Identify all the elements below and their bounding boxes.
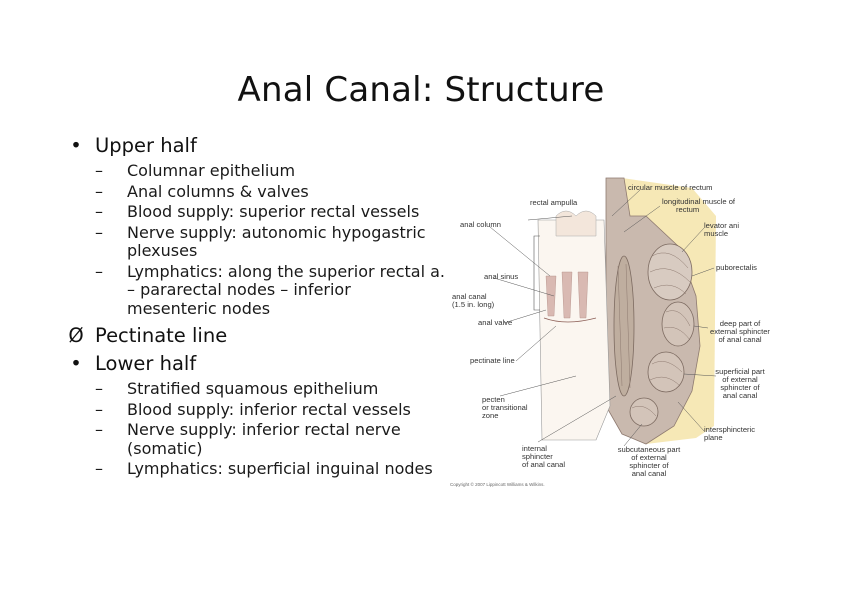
sub-bullet-item: – Lymphatics: along the superior rectal a… — [64, 261, 454, 319]
anal-canal-lumen — [537, 219, 611, 441]
sub-bullet-line: Stratified squamous epithelium — [127, 379, 379, 398]
sub-bullet-line: Nerve supply: autonomic hypogastric — [127, 222, 426, 242]
label-puborectalis: puborectalis — [716, 263, 757, 272]
bullet-list: • Upper half – Columnar epithelium – Anal col… — [64, 134, 454, 485]
label-anal-valve: anal valve — [478, 318, 513, 327]
bullet-label: Lower half — [95, 352, 197, 375]
sub-bullet-marker: – — [95, 261, 103, 281]
sub-bullet-marker: – — [95, 161, 103, 180]
sub-bullet-marker: – — [95, 420, 103, 439]
label-internal-sphincter-1: internal — [522, 444, 547, 453]
label-superficial-external-3: sphincter of — [720, 383, 760, 392]
sub-bullet-item: – Columnar epithelium — [64, 161, 454, 181]
sub-bullet-line: Lymphatics: superficial inguinal nodes — [127, 459, 433, 478]
sub-bullet-marker: – — [95, 222, 103, 242]
label-superficial-external-1: superficial part — [715, 367, 765, 376]
sub-bullet-item: – Blood supply: inferior rectal vessels — [64, 399, 454, 420]
bullet-upper-half: • Upper half — [64, 134, 454, 158]
label-pecten-3: zone — [482, 411, 499, 420]
label-subcutaneous-1: subcutaneous part — [617, 445, 681, 454]
label-longitudinal-muscle-1: longitudinal muscle of — [662, 197, 736, 206]
sub-bullet-item: – Nerve supply: inferior rectal nerve(som… — [64, 420, 454, 458]
bullet-marker: Ø — [68, 324, 84, 347]
sub-bullet-line: Blood supply: inferior rectal vessels — [127, 399, 411, 419]
sub-bullet-marker: – — [95, 181, 103, 201]
label-levator-ani-1: levator ani — [704, 221, 740, 230]
superficial-external-sphincter-shape — [647, 351, 685, 393]
label-deep-external-3: of anal canal — [718, 335, 762, 344]
sub-bullet-line: – pararectal nodes – inferior — [127, 280, 351, 299]
label-internal-sphincter-3: of anal canal — [522, 460, 566, 469]
label-superficial-external-2: of external — [722, 375, 758, 384]
label-superficial-external-4: anal canal — [722, 391, 758, 400]
label-longitudinal-muscle-2: rectum — [676, 205, 700, 214]
sub-bullet-line: mesenteric nodes — [127, 298, 271, 318]
label-rectal-ampulla: rectal ampulla — [530, 198, 578, 207]
sub-list-upper-half: – Columnar epithelium – Anal columns & valv… — [64, 161, 454, 319]
label-deep-external-2: external sphincter — [710, 327, 770, 336]
bullet-marker: • — [70, 352, 82, 375]
anal-canal-diagram: circular muscle of rectum rectal ampulla… — [446, 176, 776, 496]
anatomy-illustration — [489, 177, 717, 447]
label-levator-ani-2: muscle — [704, 229, 729, 238]
anal-canal-bracket — [533, 235, 540, 311]
sub-bullet-item: – Anal columns & valves — [64, 181, 454, 202]
pectinate-line-mark — [543, 317, 597, 323]
bullet-lower-half: • Lower half — [64, 352, 454, 376]
rectal-ampulla-shape — [555, 210, 597, 237]
muscle-striations — [617, 252, 691, 417]
puborectalis-shape — [647, 243, 693, 301]
label-subcutaneous-3: sphincter of — [629, 461, 669, 470]
sub-bullet-line: plexuses — [127, 241, 198, 260]
label-anal-column: anal column — [460, 220, 501, 229]
bullet-label: Pectinate line — [95, 324, 228, 347]
label-intersphincteric-2: plane — [704, 433, 723, 442]
anal-columns — [545, 271, 589, 319]
label-anal-canal-1: anal canal — [452, 292, 487, 301]
sub-bullet-line: Blood supply: superior rectal vessels — [127, 202, 420, 221]
subcutaneous-sphincter-shape — [629, 397, 659, 427]
label-subcutaneous-4: anal canal — [631, 469, 667, 478]
label-internal-sphincter-2: sphincter — [522, 452, 553, 461]
sub-bullet-item: – Lymphatics: superficial inguinal nodes — [64, 459, 454, 479]
leader-lines — [489, 189, 717, 447]
label-circular-muscle: circular muscle of rectum — [628, 183, 713, 192]
sub-bullet-line: Anal columns & valves — [127, 181, 309, 201]
sub-bullet-marker: – — [95, 202, 103, 221]
sub-bullet-marker: – — [95, 459, 103, 478]
bullet-label: Upper half — [95, 134, 197, 157]
label-subcutaneous-2: of external — [631, 453, 667, 462]
label-anal-canal-2: (1.5 in. long) — [452, 300, 495, 309]
label-intersphincteric-1: intersphincteric — [704, 425, 756, 434]
sub-bullet-line: (somatic) — [127, 438, 203, 458]
bullet-marker: • — [70, 134, 82, 157]
sub-bullet-item: – Stratified squamous epithelium — [64, 379, 454, 399]
sub-bullet-marker: – — [95, 399, 103, 419]
copyright-note: Copyright © 2007 Lippincott Williams & W… — [450, 482, 545, 487]
internal-sphincter-shape — [613, 255, 635, 397]
label-pecten-1: pecten — [482, 395, 505, 404]
sub-bullet-line: Nerve supply: inferior rectal nerve — [127, 420, 401, 439]
sub-bullet-item: – Blood supply: superior rectal vessels — [64, 202, 454, 222]
bullet-pectinate: Ø Pectinate line — [64, 324, 454, 348]
slide-title: Anal Canal: Structure — [237, 70, 605, 110]
sub-bullet-marker: – — [95, 379, 103, 398]
label-deep-external-1: deep part of — [719, 319, 761, 328]
label-pectinate-line: pectinate line — [470, 356, 515, 365]
label-pecten-2: or transitional — [482, 403, 528, 412]
sub-list-lower-half: – Stratified squamous epithelium – Blood su… — [64, 379, 454, 479]
sub-bullet-line: Lymphatics: along the superior rectal a. — [127, 261, 446, 281]
sub-bullet-line: Columnar epithelium — [127, 161, 296, 180]
label-anal-sinus: anal sinus — [484, 272, 519, 281]
